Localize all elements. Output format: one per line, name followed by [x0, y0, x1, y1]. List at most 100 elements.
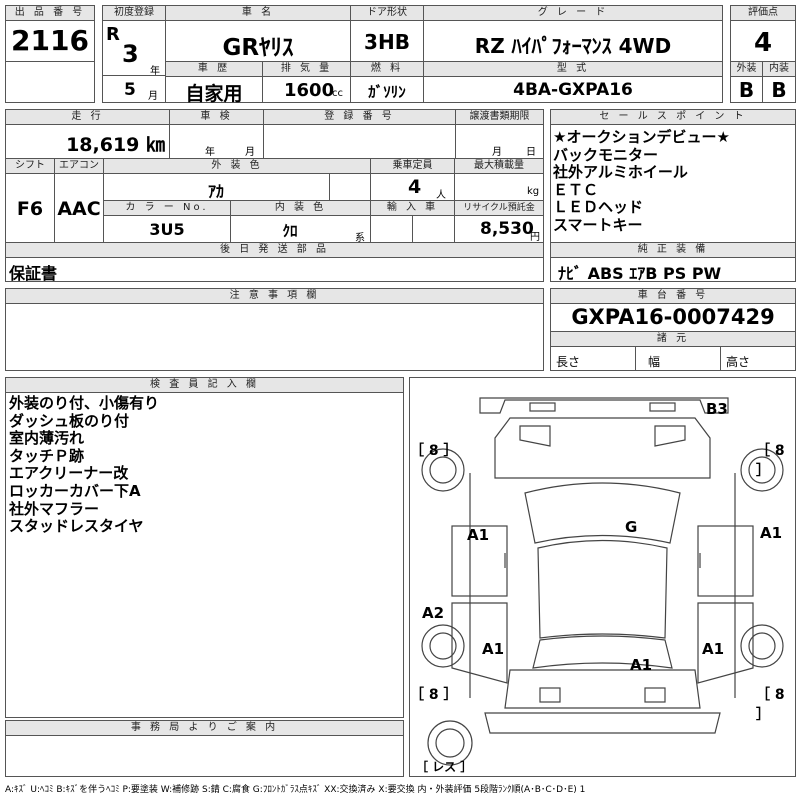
tire-tread-fr: ［ 8 ］	[756, 443, 785, 479]
month-divider	[102, 75, 166, 76]
sales-point: スマートキー	[553, 215, 643, 234]
displacement-unit: cc	[332, 88, 343, 99]
model-label: 型 式	[423, 61, 723, 77]
shift-label: シフト	[5, 158, 55, 174]
equipment-label: 純 正 装 備	[550, 242, 796, 258]
color-no-label: カ ラ ー No.	[103, 200, 231, 216]
exterior-cell	[730, 76, 763, 103]
exterior-grade: B	[738, 78, 755, 102]
notes-cell	[5, 303, 544, 371]
exterior-label: 外装	[730, 61, 763, 77]
car-diagram: B3 G A1 A1 A2 A1 A1 A1 ［ 8 ］ ［ 8 ］ ［ 8 ］…	[409, 377, 796, 777]
sales-point: ＥＴＣ	[553, 180, 599, 199]
interior-cell	[762, 76, 796, 103]
lot-no-cell	[5, 20, 95, 62]
lot-no-blank	[5, 61, 95, 103]
mileage-label: 走 行	[5, 109, 170, 125]
mileage: 18,619 ㎞	[66, 134, 165, 156]
recycle-label: リサイクル預託金	[454, 200, 544, 216]
later-parts: 保証書	[9, 264, 58, 283]
car-outline	[421, 397, 784, 766]
chassis-label: 車 台 番 号	[550, 288, 796, 304]
damage-b3: B3	[706, 400, 728, 418]
sales-point: ★オークションデビュー★	[553, 128, 730, 146]
dims-label: 諸 元	[550, 331, 796, 347]
fuel-label: 燃 料	[350, 61, 424, 77]
door-type: 3HB	[364, 30, 410, 54]
reg-no-cell	[263, 124, 456, 159]
inspection-year-unit: 年	[205, 147, 215, 158]
first-reg-year: 3	[122, 40, 139, 68]
inspector-list: 外装のり付、小傷有り ダッシュ板のり付 室内薄汚れ タッチＰ跡 エアクリーナー改…	[9, 394, 160, 536]
model: 4BA-GXPA16	[513, 80, 633, 100]
first-reg-label: 初度登録	[102, 5, 166, 21]
damage-a1-left-door: A1	[467, 526, 490, 544]
interior-grade: B	[771, 78, 787, 102]
height-label: 高さ	[726, 355, 751, 369]
dims-divider-2	[720, 346, 721, 371]
grade: RZ ﾊｲﾊﾟﾌｫｰﾏﾝｽ 4WD	[474, 34, 672, 58]
model-cell	[423, 76, 723, 103]
score-label: 評価点	[730, 5, 796, 21]
sales-points-list: ★オークションデビュー★ バックモニター 社外アルミホイール ＥＴＣ ＬＥＤヘッ…	[553, 128, 730, 235]
legend: A:ｷｽﾞ U:ﾍｺﾐ B:ｷｽﾞを伴うﾍｺﾐ P:要塗装 W:補修跡 S:錆 …	[5, 785, 586, 795]
spare-tire: ［ レス ］	[416, 760, 473, 774]
color-cell-divider	[329, 173, 330, 201]
inspector-line: ロッカーカバー下A	[9, 481, 141, 500]
inspector-line: タッチＰ跡	[9, 446, 85, 465]
ac: AAC	[57, 198, 101, 220]
inspector-line: ダッシュ板のり付	[9, 411, 130, 430]
color-label: 外 装 色	[103, 158, 371, 174]
inspector-cell	[5, 392, 404, 718]
history: 自家用	[185, 83, 243, 105]
month-unit: 月	[148, 91, 158, 102]
chassis-no: GXPA16-0007429	[571, 305, 775, 329]
damage-a1-trunk: A1	[630, 656, 653, 674]
damage-a1-left-rear: A1	[482, 640, 505, 658]
inspector-line: 室内薄汚れ	[9, 429, 85, 448]
load-unit: kg	[527, 186, 540, 197]
tire-tread-rl: ［ 8 ］	[410, 687, 458, 703]
era: R	[106, 24, 120, 45]
load-label: 最大積載量	[454, 158, 544, 174]
import-label: 輸 入 車	[370, 200, 455, 216]
inspector-line: 外装のり付、小傷有り	[9, 394, 160, 412]
capacity-unit: 人	[436, 190, 446, 201]
office-label: 事 務 局 よ り ご 案 内	[5, 720, 404, 736]
displacement-cell	[262, 76, 351, 103]
dims-divider-1	[635, 346, 636, 371]
lot-no: 2116	[11, 24, 89, 57]
int-color-label: 内 装 色	[230, 200, 371, 216]
capacity-label: 乗車定員	[370, 158, 455, 174]
capacity: 4	[408, 176, 422, 198]
sales-point: バックモニター	[553, 145, 659, 164]
score-cell	[730, 20, 796, 62]
door-label: ドア形状	[350, 5, 424, 21]
color: ｱｶ	[207, 182, 224, 201]
equipment-cell	[550, 257, 796, 282]
displacement-label: 排 気 量	[262, 61, 351, 77]
car-name: GRﾔﾘｽ	[222, 35, 294, 61]
equipment: ﾅﾋﾞ ABS ｴｱB PS PW	[558, 264, 722, 283]
sales-points-label: セ ー ル ス ポ イ ン ト	[550, 109, 796, 125]
fuel-cell	[350, 76, 424, 103]
grade-label: グ レ ー ド	[423, 5, 723, 21]
history-cell	[165, 76, 263, 103]
score: 4	[753, 28, 773, 58]
damage-a2-left: A2	[422, 604, 445, 622]
import-divider	[412, 215, 413, 243]
office-cell	[5, 735, 404, 777]
shift: F6	[16, 198, 44, 220]
ac-label: エアコン	[54, 158, 104, 174]
displacement: 1600	[284, 80, 335, 101]
lot-no-label: 出 品 番 号	[5, 5, 95, 21]
car-name-label: 車 名	[165, 5, 351, 21]
later-cell	[5, 257, 544, 282]
sales-point: 社外アルミホイール	[553, 163, 688, 182]
inspector-line: エアクリーナー改	[9, 464, 129, 483]
inspector-line: 社外マフラー	[9, 499, 100, 518]
transfer-month-unit: 月	[492, 147, 502, 158]
int-color: ｸﾛ	[282, 222, 298, 240]
later-label: 後 日 発 送 部 品	[5, 242, 544, 258]
reg-no-label: 登 録 番 号	[263, 109, 456, 125]
